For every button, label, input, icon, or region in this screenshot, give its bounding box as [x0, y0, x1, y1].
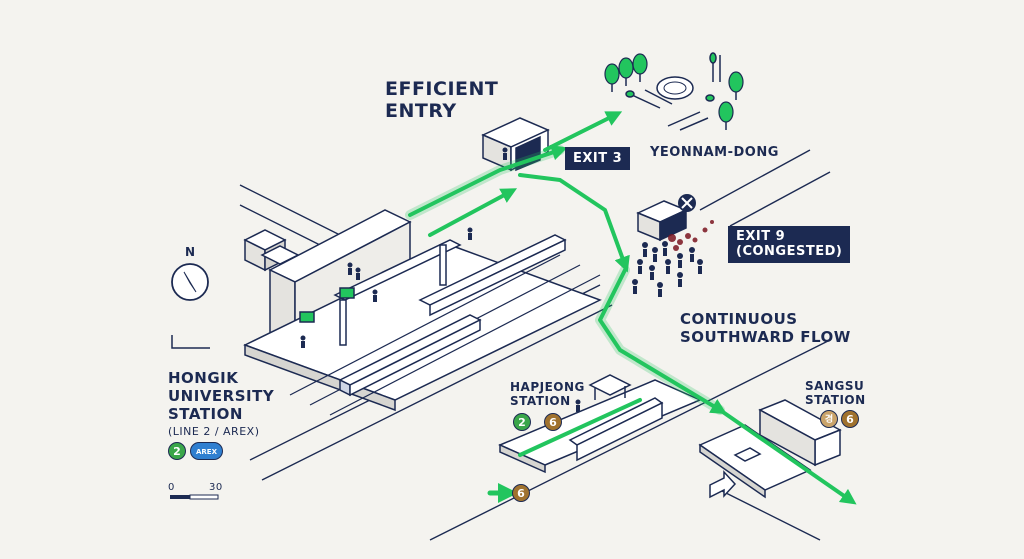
- hapjeong-line2-badge: 2: [513, 413, 531, 431]
- arrow-icon: [709, 470, 737, 499]
- hongik-lines: (LINE 2 / AREX): [168, 425, 260, 438]
- exit9-tag: EXIT 9 (CONGESTED): [728, 226, 851, 263]
- green-flow-arrows: [405, 111, 857, 505]
- plate-icon: [656, 76, 694, 100]
- train-icon: [338, 234, 567, 397]
- hongik-title-3: STATION: [168, 405, 243, 423]
- exit9-building: [636, 200, 688, 242]
- hapjeong-label-2: STATION: [510, 394, 571, 408]
- southward-flow-label: SOUTHWARD FLOW: [680, 328, 851, 346]
- corner-mark: [171, 335, 210, 349]
- hongik-title-1: HONGIK: [168, 369, 239, 387]
- scale-min-label: 0: [168, 482, 175, 493]
- cutlery-icon: [625, 52, 721, 131]
- tree-icon: [604, 53, 744, 130]
- line2-badge: 2: [168, 442, 186, 460]
- line6-entry-badge: 6: [512, 484, 530, 502]
- compass-north-label: N: [185, 245, 196, 259]
- efficient-entry-label: EFFICIENT: [385, 78, 499, 100]
- scale-max-label: 30: [209, 482, 223, 493]
- no-entry-icon: [678, 194, 696, 212]
- exit3-tag: EXIT 3: [565, 147, 631, 170]
- hapjeong-line6-badge: 6: [544, 413, 562, 431]
- pedestrians: [300, 147, 581, 412]
- compass-icon: [171, 263, 209, 301]
- crowd-icon: [632, 241, 703, 297]
- scale-bar: [170, 494, 219, 500]
- continuous-flow-label: CONTINUOUS: [680, 310, 798, 328]
- exit9-title: EXIT 9: [736, 229, 786, 244]
- hapjeong-label-1: HAPJEONG: [510, 380, 585, 394]
- hongik-title-2: UNIVERSITY: [168, 387, 275, 405]
- congestion-marks: [668, 220, 714, 251]
- sangsu-platform: [698, 399, 842, 499]
- sangsu-label-2: STATION: [805, 393, 866, 407]
- hongik-station-building: [243, 209, 602, 416]
- arex-badge: AREX: [190, 442, 223, 460]
- efficient-entry-label-2: ENTRY: [385, 100, 457, 122]
- sangsu-line6-badge: 6: [841, 410, 859, 428]
- hapjeong-platform: [498, 374, 702, 474]
- sangsu-label-1: SANGSU: [805, 379, 865, 393]
- gyeongui-badge: 경: [820, 410, 838, 428]
- exit9-congested: (CONGESTED): [736, 244, 843, 259]
- yeonnam-dong-label: YEONNAM-DONG: [650, 145, 779, 160]
